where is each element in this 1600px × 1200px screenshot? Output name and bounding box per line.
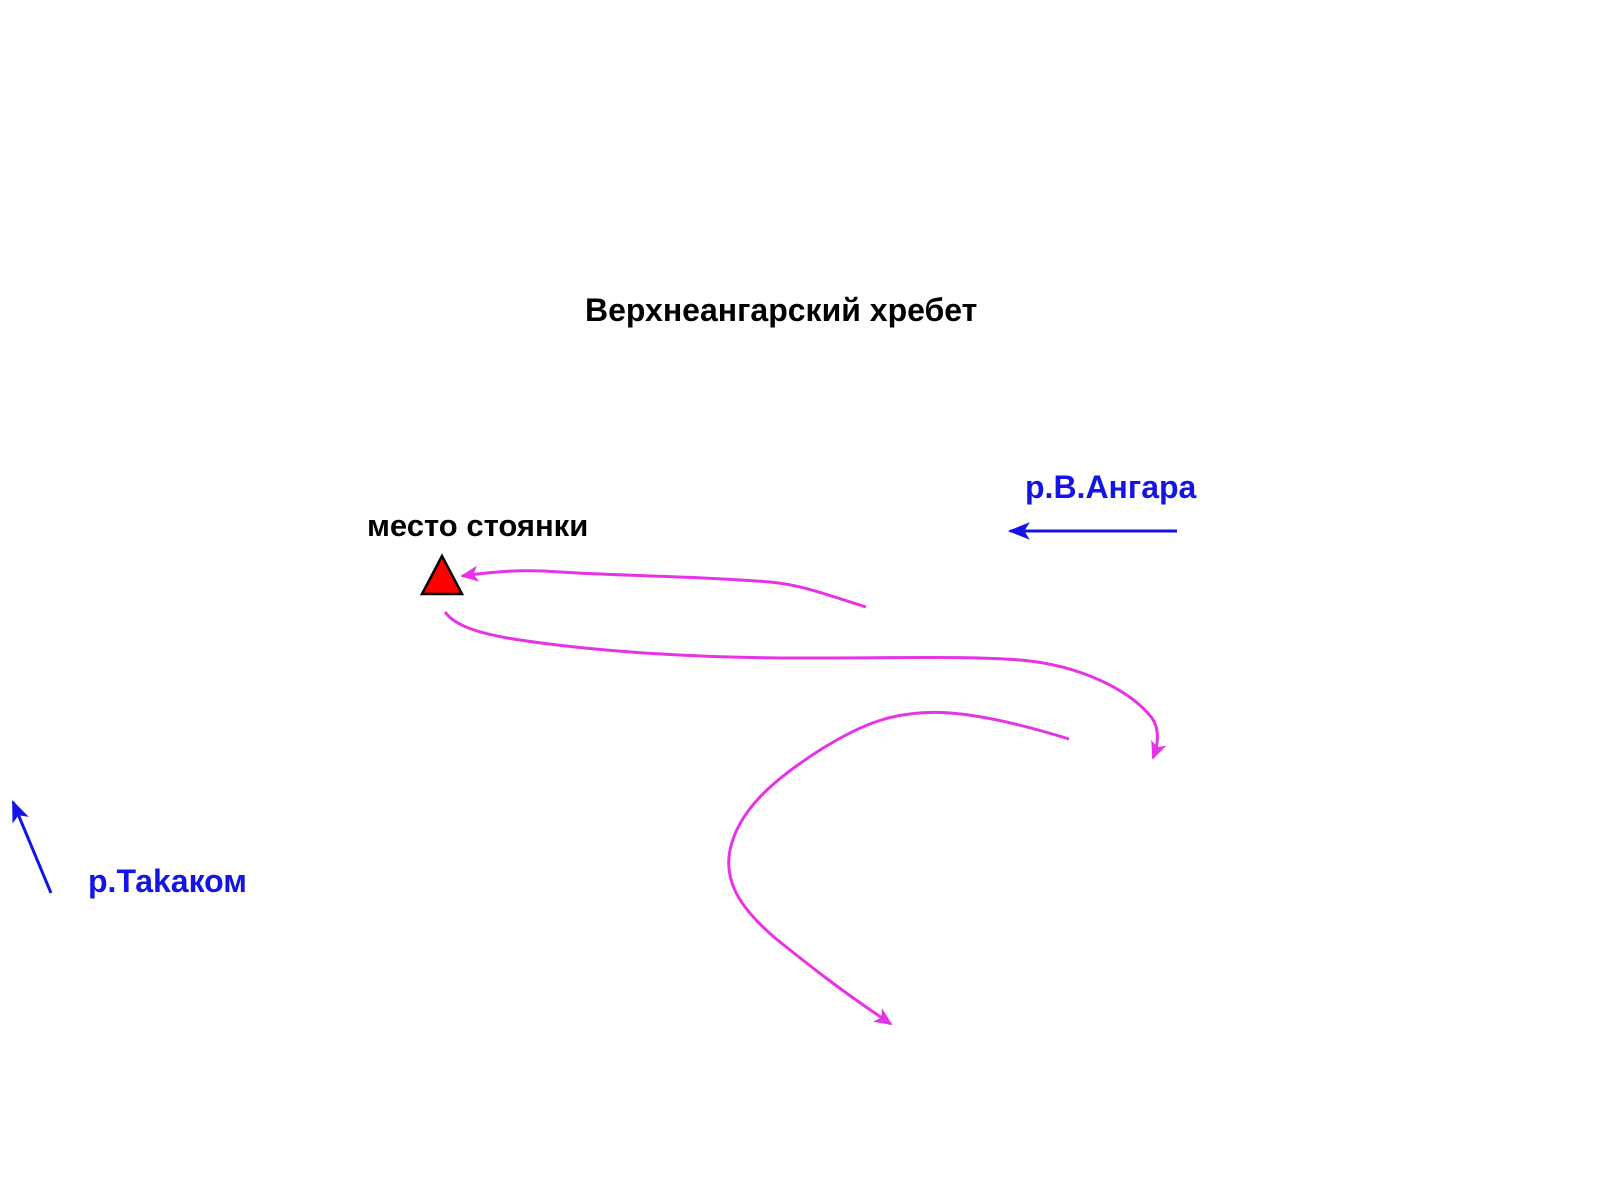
route-arrow-south-loop-icon [727, 710, 1070, 1026]
river-angara-label: р.В.Ангара [1025, 469, 1197, 505]
river-takakom-flow-arrow-icon [11, 799, 53, 894]
route-arrow-from-camp-icon [443, 611, 1167, 760]
ridge-label: Верхнеангарский хребет [585, 292, 977, 328]
red-triangle-icon [419, 553, 465, 596]
route-arrow-to-camp-icon [460, 565, 867, 609]
river-takakom-label: р.Таkаком [88, 863, 247, 899]
camp-label: место стоянки [367, 508, 588, 543]
